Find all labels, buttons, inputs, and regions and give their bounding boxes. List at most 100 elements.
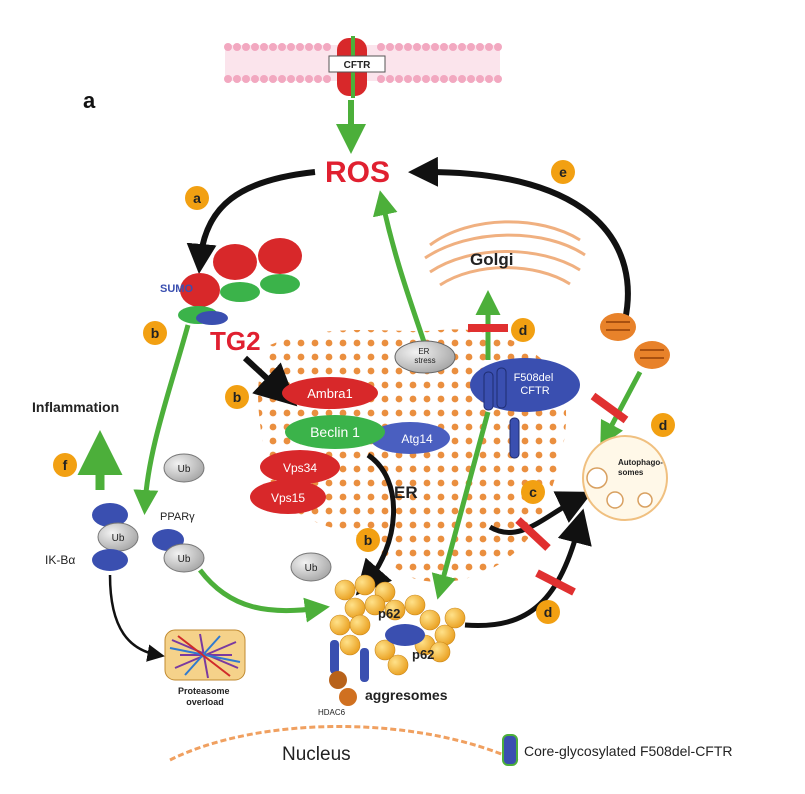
aggresome-particle [374, 639, 396, 661]
step-badge-d: d [651, 413, 675, 437]
step-badge-f: f [53, 453, 77, 477]
lipid-head [494, 75, 502, 83]
aggresome-particle [329, 614, 351, 636]
step-badge-letter: b [151, 325, 160, 341]
lipid-head [296, 43, 304, 51]
plasma-membrane: CFTR [224, 36, 502, 98]
aggresome-particle [384, 599, 406, 621]
lipid-head [458, 75, 466, 83]
lipid-head [305, 43, 313, 51]
ros-label: ROS [325, 156, 390, 189]
lipid-head [251, 43, 259, 51]
beclin1-complex: Ambra1 Atg14 Beclin 1 Vps34 Vps15 [250, 377, 450, 514]
atg14-node [370, 422, 450, 454]
lipid-head [260, 75, 268, 83]
step-badge-letter: d [544, 604, 553, 620]
ub-ppar-label: Ub [178, 554, 191, 565]
core-glycosylated-cftr-marker [330, 640, 339, 674]
ikba-label: IK-Bα [45, 553, 75, 567]
aggresome-particle [404, 594, 426, 616]
arrow-cftr-to-aggresomes [431, 411, 491, 600]
step-badge-letter: d [659, 417, 668, 433]
ambra1-node [282, 377, 378, 409]
arrow-tg2-to-beclin [242, 355, 298, 407]
vps15-label: Vps15 [271, 491, 305, 505]
core-glycosylated-cftr-marker [360, 648, 369, 682]
lipid-head [449, 75, 457, 83]
vps34-label: Vps34 [283, 461, 317, 475]
tg2-sumo-cluster [178, 238, 302, 325]
beclin1-label: Beclin 1 [310, 424, 360, 440]
lipid-head [224, 75, 232, 83]
lipid-head [305, 75, 313, 83]
lipid-head [314, 43, 322, 51]
mitochondria [600, 313, 670, 369]
lipid-head [485, 75, 493, 83]
ikba-ub-complex [92, 503, 139, 571]
step-badge-letter: f [63, 457, 68, 473]
p62-label: p62 [412, 647, 434, 662]
core-glycosylated-cftr-marker [509, 417, 520, 459]
autophagosomes [582, 435, 668, 521]
step-badge-a: a [185, 186, 209, 210]
golgi-apparatus [424, 220, 586, 287]
hdac6-node [339, 688, 357, 706]
core-glycosylated-cftr-marker [496, 367, 507, 409]
arrow-sumo-to-ppar [133, 324, 191, 515]
lipid-head [395, 43, 403, 51]
step-badge-letter: a [193, 190, 201, 206]
aggresome-particle [339, 634, 361, 656]
legend: Core-glycosylated F508del-CFTR [502, 734, 733, 766]
nucleus-label: Nucleus [282, 744, 351, 765]
vps34-node [260, 450, 340, 484]
arrow-er-stress-to-ros [372, 190, 428, 346]
lipid-head [449, 43, 457, 51]
step-badge-d: d [536, 600, 560, 624]
step-badge-letter: e [559, 164, 567, 180]
aggresome-particle [419, 609, 441, 631]
inhibit-er-autophagy [515, 517, 551, 551]
arrow-ppar-to-aggresomes [198, 568, 330, 623]
er-stress-label: ER stress [414, 347, 435, 365]
lipid-head [323, 75, 331, 83]
lipid-head [296, 75, 304, 83]
aggresome-cluster [329, 574, 466, 676]
ppar-ub-complex [152, 529, 205, 573]
tg2-label: TG2 [210, 326, 261, 356]
aggresome-particle [444, 607, 466, 629]
inflammation-label: Inflammation [32, 399, 119, 415]
nucleus-envelope [169, 725, 521, 764]
lipid-head [323, 43, 331, 51]
arrow-beclin-to-aggresomes [355, 452, 397, 596]
atg14-label: Atg14 [401, 432, 433, 446]
lipid-head [287, 75, 295, 83]
arrow-er-to-autophagosomes [488, 491, 593, 535]
lipid-head [422, 43, 430, 51]
lipid-head [431, 75, 439, 83]
lipid-head [431, 43, 439, 51]
ub-label: Ub [178, 464, 191, 475]
lipid-head [404, 43, 412, 51]
aggresome-particle [387, 654, 409, 676]
ub-aggresome-label: Ub [305, 563, 318, 574]
step-badge-letter: b [233, 389, 242, 405]
arrow-ikba-to-proteasome [108, 574, 165, 662]
lipid-head [278, 75, 286, 83]
cftr-label: CFTR [344, 60, 371, 71]
core-glycosylated-cftr-marker [483, 371, 494, 411]
lipid-head [467, 43, 475, 51]
lipid-head [422, 75, 430, 83]
lipid-head [287, 43, 295, 51]
aggresome-particle [334, 579, 356, 601]
ambra1-label: Ambra1 [307, 386, 353, 401]
p62-complex [385, 624, 425, 646]
lipid-head [467, 75, 475, 83]
lipid-head [242, 75, 250, 83]
lipid-head [494, 43, 502, 51]
lipid-head [458, 43, 466, 51]
lipid-head [233, 75, 241, 83]
arrow-ros-to-tg2 [186, 169, 316, 274]
lipid-head [251, 75, 259, 83]
lipid-head [224, 43, 232, 51]
